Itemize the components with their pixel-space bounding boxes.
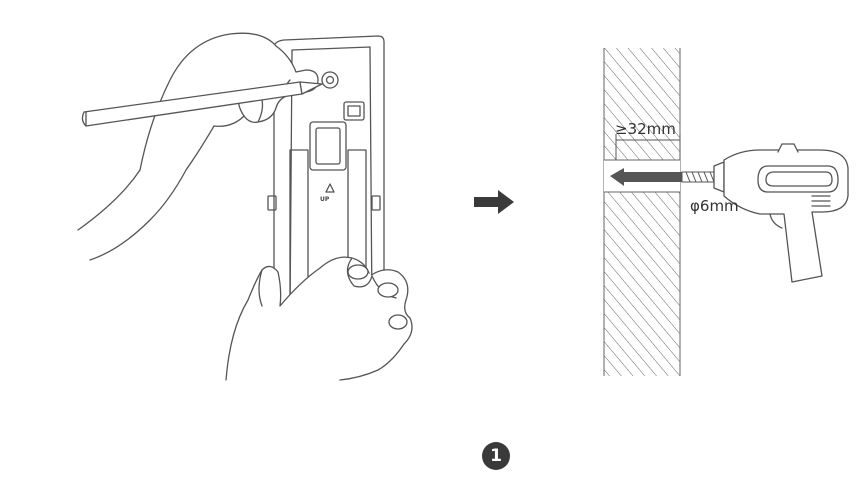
lower-hand	[225, 256, 413, 381]
depth-label: ≥32mm	[615, 120, 676, 138]
upper-hand	[77, 32, 319, 261]
diameter-label: φ6mm	[690, 197, 739, 215]
depth-dimension	[615, 134, 681, 160]
arrow-right-icon	[474, 190, 514, 214]
step-number-badge: 1	[482, 442, 510, 470]
pencil-icon	[81, 81, 323, 127]
connector-opening	[309, 121, 347, 171]
up-marker-label: UP	[320, 196, 330, 203]
up-arrow-icon	[325, 183, 335, 193]
top-mount-hole	[321, 71, 339, 89]
plate-clip	[343, 101, 365, 121]
drill-icon	[713, 143, 849, 283]
wall-section	[603, 48, 681, 376]
